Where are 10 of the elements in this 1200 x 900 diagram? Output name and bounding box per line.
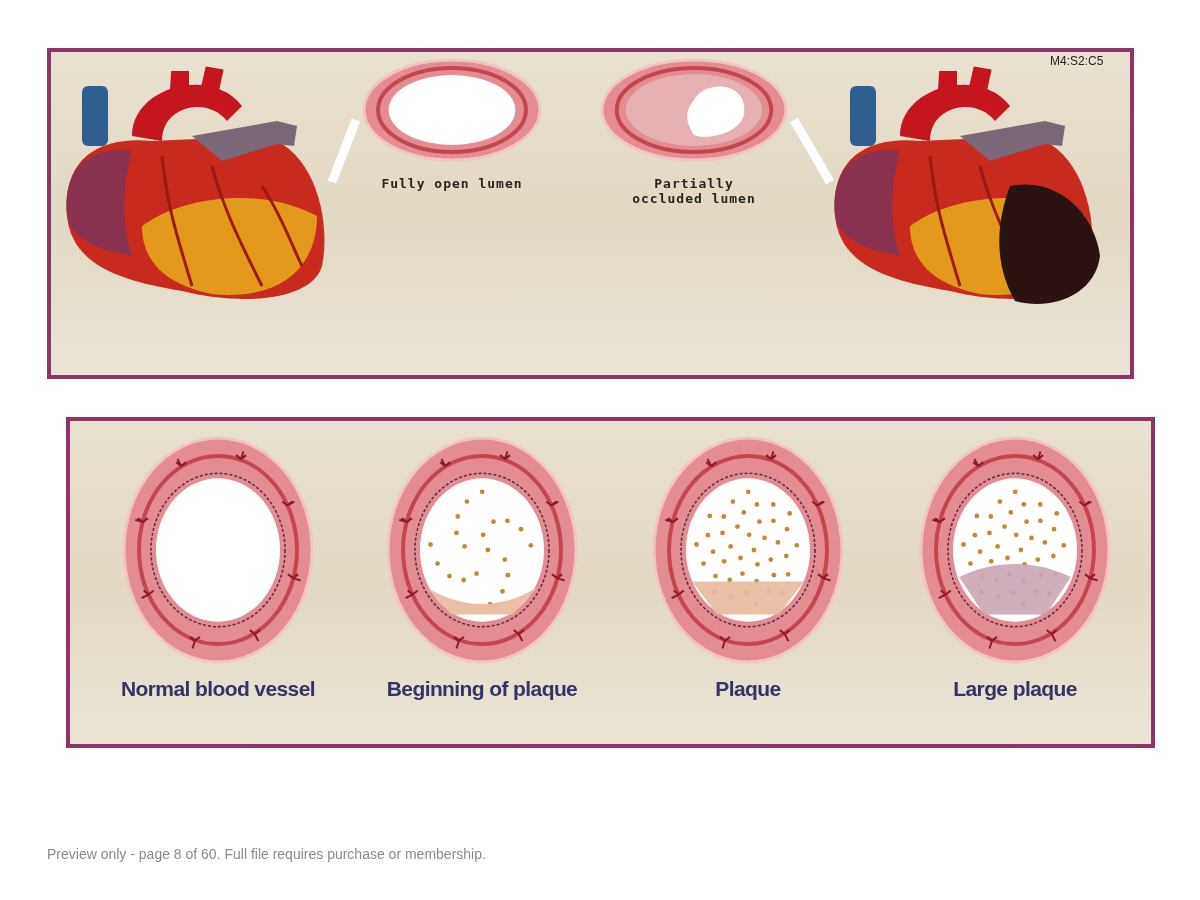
- vessel-caption: Large plaque: [952, 677, 1078, 701]
- vessel-caption: Beginning of plaque: [385, 677, 579, 701]
- vessel-caption: Fully open lumen: [380, 176, 524, 191]
- callout-wedge: [790, 117, 834, 185]
- callout-wedge: [327, 118, 361, 184]
- slide-code: M4:S2:C5: [1050, 54, 1104, 68]
- footer-note: Preview only - page 8 of 60. Full file requires purchase or membership.: [47, 846, 486, 862]
- vessel-caption: Plaque: [714, 677, 782, 701]
- vessel-caption: Normal blood vessel: [120, 677, 316, 701]
- vessel-caption: Partially occluded lumen: [631, 176, 757, 206]
